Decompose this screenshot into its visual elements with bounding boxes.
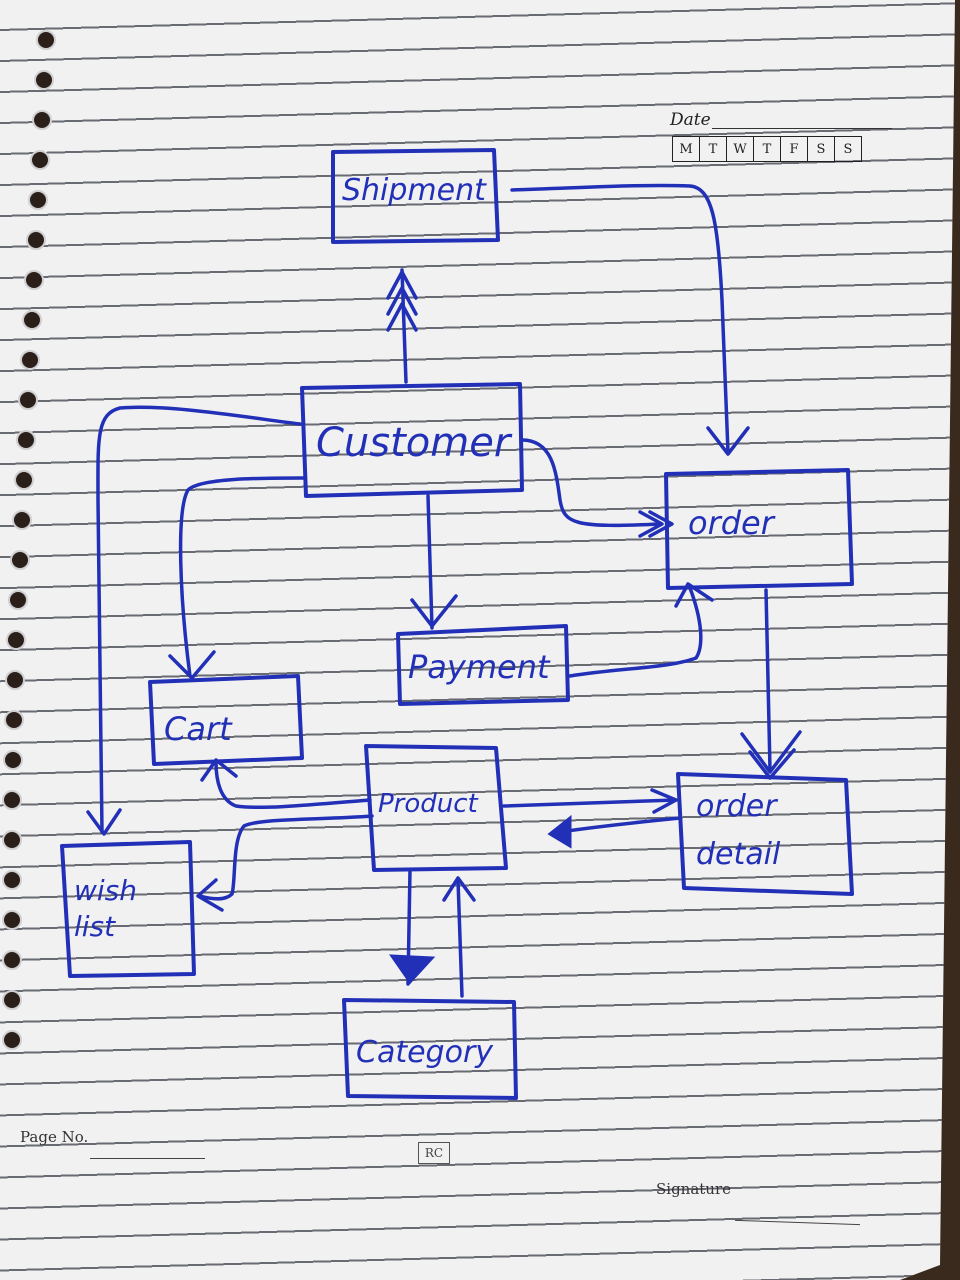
entity-shipment: Shipment	[331, 148, 500, 244]
wish-list-label-line2: list	[74, 910, 116, 943]
weekday-mon: M	[673, 137, 700, 161]
spiral-holes	[0, 20, 58, 1220]
weekday-fri: F	[781, 137, 808, 161]
relationship-orderdetail-product	[547, 814, 682, 849]
product-label: Product	[378, 789, 479, 819]
shipment-label: Shipment	[342, 173, 487, 208]
relationship-product-cart	[200, 758, 372, 810]
spiral-hole	[22, 310, 42, 330]
relationship-customer-order	[520, 438, 674, 538]
entity-wish-list: wish list	[60, 840, 196, 978]
cart-label: Cart	[164, 710, 233, 748]
spiral-hole	[6, 630, 26, 650]
page-no-line	[90, 1158, 205, 1159]
date-line	[712, 128, 892, 129]
spiral-hole	[3, 750, 23, 770]
wish-list-box	[60, 840, 196, 978]
cart-box	[148, 674, 304, 766]
spiral-hole	[34, 70, 54, 90]
relationship-customer-cart	[168, 476, 306, 680]
relationship-payment-order	[568, 582, 714, 678]
spiral-hole	[8, 590, 28, 610]
spiral-hole	[2, 1030, 22, 1050]
weekday-wed: W	[727, 137, 754, 161]
spiral-hole	[2, 910, 22, 930]
order-detail-label-line2: detail	[696, 837, 781, 872]
spiral-hole	[4, 710, 24, 730]
spiral-hole	[2, 790, 22, 810]
spiral-hole	[18, 390, 38, 410]
category-label: Category	[356, 1035, 494, 1070]
relationship-product-category	[389, 868, 436, 986]
relationship-product-wishlist	[196, 814, 374, 912]
spiral-hole	[2, 990, 22, 1010]
weekday-boxes: M T W T F S S	[672, 136, 862, 162]
spiral-hole	[36, 30, 56, 50]
relationship-customer-payment	[410, 494, 458, 630]
weekday-tue: T	[700, 137, 727, 161]
spiral-hole	[2, 870, 22, 890]
spiral-hole	[10, 550, 30, 570]
relationship-order-orderdetail	[740, 588, 802, 780]
spiral-hole	[24, 270, 44, 290]
payment-box	[396, 624, 570, 706]
entity-customer: Customer	[300, 382, 524, 498]
relationship-customer-shipment	[386, 268, 418, 384]
relationship-category-product	[442, 876, 476, 998]
weekday-thu: T	[754, 137, 781, 161]
spiral-hole	[32, 110, 52, 130]
spiral-hole	[20, 350, 40, 370]
spiral-hole	[26, 230, 46, 250]
entity-order-detail: order detail	[676, 772, 854, 896]
entity-order: order	[664, 468, 854, 590]
spiral-hole	[14, 470, 34, 490]
page-no-label: Page No.	[20, 1128, 89, 1146]
spiral-hole	[12, 510, 32, 530]
date-label: Date	[670, 110, 711, 130]
entity-cart: Cart	[148, 674, 304, 766]
relationship-customer-wishlist	[86, 405, 302, 836]
order-box	[664, 468, 854, 590]
spiral-hole	[2, 950, 22, 970]
entity-category: Category	[342, 998, 518, 1100]
wish-list-label-line1: wish	[74, 874, 137, 907]
order-label: order	[688, 504, 776, 542]
spiral-hole	[5, 670, 25, 690]
payment-label: Payment	[408, 648, 551, 686]
relationship-product-orderdetail	[502, 788, 678, 814]
category-box	[342, 998, 518, 1100]
spiral-hole	[2, 830, 22, 850]
spiral-hole	[16, 430, 36, 450]
customer-box	[300, 382, 524, 498]
weekday-sun: S	[843, 141, 853, 157]
spiral-hole	[28, 190, 48, 210]
signature-label: Signature	[656, 1180, 732, 1198]
entity-payment: Payment	[396, 624, 570, 706]
weekday-sat: S	[808, 137, 835, 161]
order-detail-label-line1: order	[696, 789, 778, 824]
entity-product: Product	[364, 744, 508, 872]
relationship-shipment-order	[510, 183, 750, 456]
product-box	[364, 744, 508, 872]
customer-label: Customer	[316, 420, 513, 466]
brand-logo: RC	[418, 1142, 450, 1164]
shipment-box	[331, 148, 500, 244]
order-detail-box	[676, 772, 854, 896]
spiral-hole	[30, 150, 50, 170]
